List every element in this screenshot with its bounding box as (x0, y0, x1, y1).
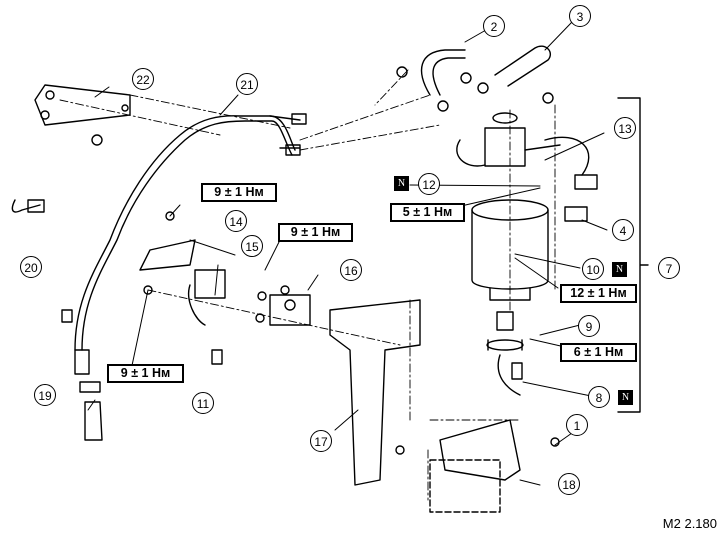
callout-13: 11 (192, 392, 214, 414)
new-part-badge: N (394, 176, 409, 191)
figure-reference: M2 2.180 (662, 516, 717, 531)
filter-element (471, 199, 549, 301)
hoses (396, 45, 552, 112)
torque-label: 9 ± 1 Нм (278, 223, 353, 242)
callout-15: 15 (241, 235, 263, 257)
callout-19: 19 (34, 384, 56, 406)
callout-20: 20 (20, 256, 42, 278)
torque-label: 9 ± 1 Нм (201, 183, 277, 202)
torque-label: 6 ± 1 Нм (560, 343, 637, 362)
callout-18: 18 (558, 473, 580, 495)
torque-label: 12 ± 1 Нм (560, 284, 637, 303)
callout-21: 21 (236, 73, 258, 95)
callout-7: 7 (658, 257, 680, 279)
callout-1: 1 (566, 414, 588, 436)
group-bracket-7 (617, 97, 649, 413)
new-part-badge: N (612, 262, 627, 277)
bracket-22 (34, 84, 131, 146)
callout-9: 9 (578, 315, 600, 337)
callout-4: 4 (612, 219, 634, 241)
callout-22: 22 (132, 68, 154, 90)
callout-16: 16 (340, 259, 362, 281)
torque-label: 9 ± 1 Нм (107, 364, 184, 383)
valve-assembly (61, 211, 311, 365)
fuel-pipes (74, 113, 307, 375)
assembly-lines (59, 69, 556, 501)
new-part-badge: N (618, 390, 633, 405)
small-parts (11, 199, 103, 441)
callout-2: 2 (483, 15, 505, 37)
leader-lines (87, 21, 608, 486)
callout-8: 8 (588, 386, 610, 408)
filter-head (456, 92, 598, 222)
callout-14: 14 (225, 210, 247, 232)
callout-17: 17 (310, 430, 332, 452)
callout-11: 13 (614, 117, 636, 139)
callout-12: 12 (418, 173, 440, 195)
water-sensor (486, 311, 524, 396)
callout-10: 10 (582, 258, 604, 280)
callout-3: 3 (569, 5, 591, 27)
brackets-lower (329, 299, 560, 513)
torque-label: 5 ± 1 Нм (390, 203, 465, 222)
